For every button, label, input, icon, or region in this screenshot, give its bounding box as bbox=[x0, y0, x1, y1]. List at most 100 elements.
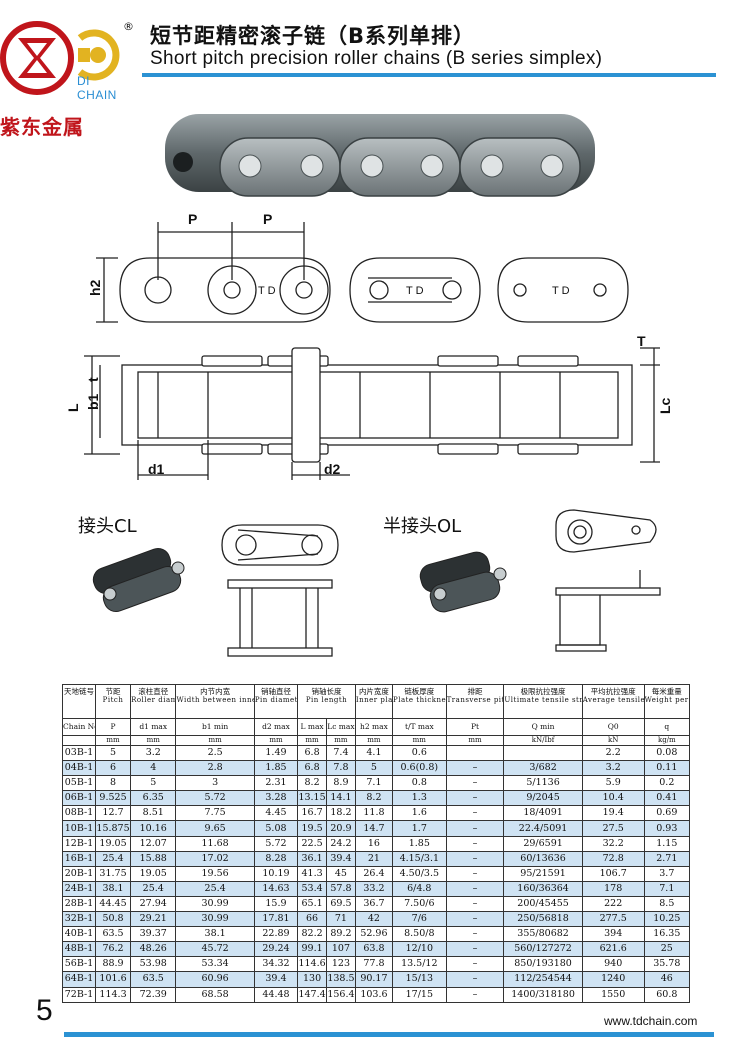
table-cell: 277.5 bbox=[581, 911, 645, 928]
table-cell bbox=[503, 744, 583, 762]
table-cell: 14.1 bbox=[326, 790, 356, 807]
table-cell: 5.72 bbox=[253, 835, 299, 852]
chain-photo bbox=[165, 114, 595, 197]
unit-cell: mm bbox=[130, 735, 177, 746]
table-cell: 1240 bbox=[581, 971, 645, 988]
table-cell: 10B-1 bbox=[62, 820, 96, 837]
table-cell: 106.7 bbox=[581, 865, 645, 882]
table-cell: 1.7 bbox=[392, 820, 447, 837]
table-cell: 18/4091 bbox=[503, 805, 583, 822]
connecting-link-label: 接头CL bbox=[78, 516, 137, 537]
table-cell: 394 bbox=[581, 926, 645, 943]
table-cell: 56B-1 bbox=[62, 956, 96, 973]
table-cell: 5 bbox=[130, 775, 177, 792]
table-cell: 0.41 bbox=[643, 790, 691, 807]
table-cell: 160/36364 bbox=[503, 880, 583, 897]
table-cell: – bbox=[445, 880, 505, 897]
table-cell: 12/10 bbox=[392, 941, 447, 958]
table-cell: 21 bbox=[354, 850, 394, 867]
table-cell: 45 bbox=[326, 865, 356, 882]
table-cell: 147.4 bbox=[297, 986, 327, 1003]
table-cell: 28B-1 bbox=[62, 895, 96, 913]
table-cell: 4.1 bbox=[354, 744, 394, 762]
connecting-link-photo bbox=[92, 547, 185, 613]
table-cell: 52.96 bbox=[354, 926, 394, 943]
table-cell: 65.1 bbox=[297, 895, 327, 913]
table-cell: 04B-1 bbox=[62, 760, 96, 777]
table-cell: 3/682 bbox=[503, 760, 583, 777]
table-cell: – bbox=[445, 760, 505, 777]
table-cell: 14.7 bbox=[354, 820, 394, 837]
table-cell: 45.72 bbox=[175, 941, 255, 958]
table-cell: 72.39 bbox=[130, 986, 177, 1003]
table-cell: 11.8 bbox=[354, 805, 394, 822]
table-cell: 60/13636 bbox=[503, 850, 583, 867]
table-cell: 123 bbox=[326, 956, 356, 973]
table-cell: 8.2 bbox=[354, 790, 394, 807]
table-cell: 60.96 bbox=[175, 971, 255, 988]
offset-link-photo bbox=[419, 551, 507, 613]
table-cell: 1550 bbox=[581, 986, 645, 1003]
unit-cell: mm bbox=[354, 735, 394, 746]
table-cell: 22.5 bbox=[297, 835, 327, 852]
table-cell: 53.4 bbox=[297, 880, 327, 897]
table-cell: 95/21591 bbox=[503, 865, 583, 882]
table-cell: 10.4 bbox=[581, 790, 645, 807]
table-cell: 8 bbox=[94, 775, 132, 792]
offset-link-label: 半接头OL bbox=[383, 516, 462, 537]
table-cell: 4.45 bbox=[253, 805, 299, 822]
table-cell: 0.2 bbox=[643, 775, 691, 792]
table-cell: 11.68 bbox=[175, 835, 255, 852]
table-cell: 6.8 bbox=[297, 760, 327, 777]
table-cell: 35.78 bbox=[643, 956, 691, 973]
table-cell: 8.5 bbox=[643, 895, 691, 913]
table-cell: 7.8 bbox=[326, 760, 356, 777]
symbol-cell: Q min bbox=[503, 718, 583, 736]
company-logo: ® DI CHAIN 紫东金属 bbox=[0, 8, 134, 139]
table-cell: 17.02 bbox=[175, 850, 255, 867]
table-cell: 13.5/12 bbox=[392, 956, 447, 973]
table-cell: 10.25 bbox=[643, 911, 691, 928]
table-cell: 4.50/3.5 bbox=[392, 865, 447, 882]
table-cell: 103.6 bbox=[354, 986, 394, 1003]
table-cell: 44.45 bbox=[94, 895, 132, 913]
table-cell: 66 bbox=[297, 911, 327, 928]
table-cell: 25 bbox=[643, 941, 691, 958]
table-cell: 38.1 bbox=[94, 880, 132, 897]
table-cell: – bbox=[445, 941, 505, 958]
pitch-label-1: P bbox=[188, 211, 197, 227]
table-cell: 63.8 bbox=[354, 941, 394, 958]
unit-cell: kg/m bbox=[643, 735, 691, 746]
table-cell: – bbox=[445, 850, 505, 867]
symbol-cell: Pt bbox=[445, 718, 505, 736]
unit-cell: mm bbox=[326, 735, 356, 746]
table-cell: 101.6 bbox=[94, 971, 132, 988]
table-cell: – bbox=[445, 986, 505, 1003]
symbol-cell: b1 min bbox=[175, 718, 255, 736]
table-cell: 0.93 bbox=[643, 820, 691, 837]
symbol-cell: q bbox=[643, 718, 691, 736]
table-cell: 7.1 bbox=[643, 880, 691, 897]
table-cell: 0.11 bbox=[643, 760, 691, 777]
table-cell: 29/6591 bbox=[503, 835, 583, 852]
table-cell: 24B-1 bbox=[62, 880, 96, 897]
table-cell: 3.2 bbox=[130, 744, 177, 762]
table-cell: 88.9 bbox=[94, 956, 132, 973]
table-cell: – bbox=[445, 805, 505, 822]
table-cell: 621.6 bbox=[581, 941, 645, 958]
table-cell: – bbox=[445, 956, 505, 973]
d1-label: d1 bbox=[148, 461, 165, 477]
table-cell: 1.3 bbox=[392, 790, 447, 807]
table-cell bbox=[445, 744, 505, 762]
l-label: L bbox=[65, 403, 81, 412]
table-cell: 27.94 bbox=[130, 895, 177, 913]
table-cell: 15.875 bbox=[94, 820, 132, 837]
table-cell: 99.1 bbox=[297, 941, 327, 958]
table-cell: 8.9 bbox=[326, 775, 356, 792]
